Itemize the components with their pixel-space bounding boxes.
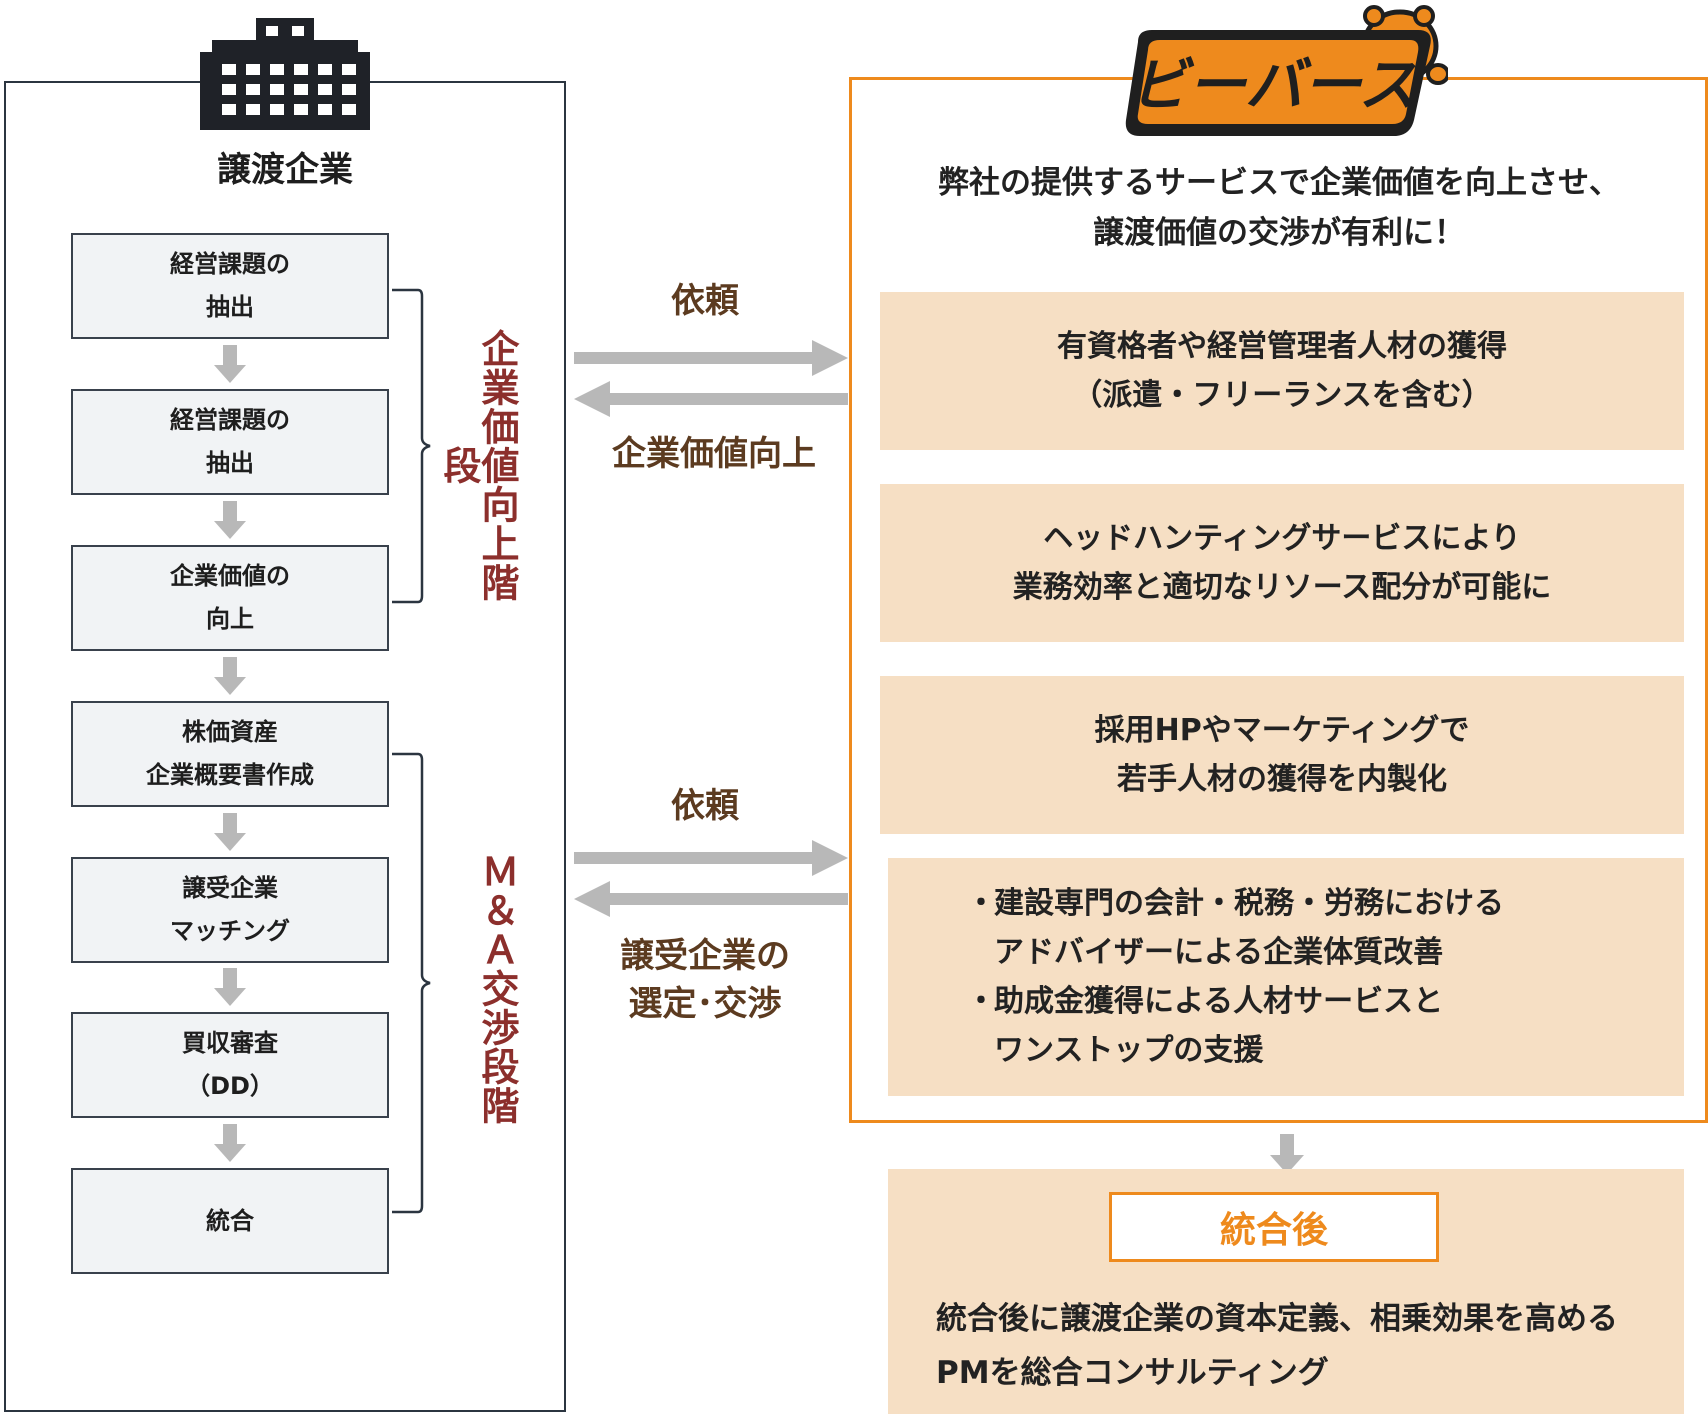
arrow-right-icon (574, 840, 848, 876)
service-text: 有資格者や経営管理者人材の獲得 （派遣・フリーランスを含む） (1057, 329, 1507, 413)
bullet: ・ (966, 886, 996, 921)
arrow-down-icon (214, 968, 246, 1006)
phase-brace-icon (392, 288, 431, 604)
service-card-advisory: ・ 建設専門の会計・税務・労務における アドバイザーによる企業体質改善 ・ 助成… (888, 858, 1684, 1096)
step-label: 買収審査 （DD） (182, 1029, 278, 1100)
flow-request-label: 依頼 (671, 786, 739, 826)
flow-request-label: 依頼 (671, 281, 739, 321)
step-extract-issues-2: 経営課題の 抽出 (71, 389, 389, 495)
step-integration: 統合 (71, 1168, 389, 1274)
arrow-down-icon (214, 657, 246, 695)
service-card-headhunting: ヘッドハンティングサービスにより 業務効率と適切なリソース配分が可能に (880, 484, 1684, 642)
list-item-text: 建設専門の会計・税務・労務における アドバイザーによる企業体質改善 (994, 886, 1504, 970)
step-company-profile: 株価資産 企業概要書作成 (71, 701, 389, 807)
list-item-text: 助成金獲得による人材サービスと ワンストップの支援 (994, 984, 1444, 1068)
list-item: ・ 建設専門の会計・税務・労務における アドバイザーによる企業体質改善 (966, 879, 1606, 977)
phase-label-value-improvement: 企業価値向上階段 (437, 328, 519, 602)
arrow-left-icon (574, 381, 848, 417)
arrow-down-icon (214, 1124, 246, 1162)
step-label: 統合 (206, 1206, 254, 1235)
step-extract-issues-1: 経営課題の 抽出 (71, 233, 389, 339)
arrow-down-icon (1270, 1134, 1304, 1174)
arrow-down-icon (214, 813, 246, 851)
arrow-left-icon (574, 881, 848, 917)
step-label: 株価資産 企業概要書作成 (146, 718, 314, 789)
transferring-company-title: 譲渡企業 (217, 150, 353, 190)
arrow-down-icon (214, 345, 246, 383)
list-item: ・ 助成金獲得による人材サービスと ワンストップの支援 (966, 977, 1606, 1075)
flow-return-label: 企業価値向上 (612, 434, 816, 474)
step-label: 経営課題の 抽出 (170, 250, 290, 321)
phase-label-ma-negotiation: Ｍ＆Ａ交渉段階 (475, 851, 519, 1125)
bullet: ・ (966, 984, 996, 1019)
office-building-icon (200, 18, 370, 130)
step-buyer-matching: 譲受企業 マッチング (71, 857, 389, 963)
post-integration-text: 統合後に譲渡企業の資本定義、相乗効果を高める PMを総合コンサルティング (936, 1301, 1618, 1391)
logo-text: ビーバース (1130, 51, 1417, 119)
phase-brace-icon (392, 752, 431, 1214)
post-integration-title: 統合後 (1109, 1192, 1439, 1262)
flow-return-label: 譲受企業の 選定･交渉 (620, 936, 790, 1024)
step-value-improvement: 企業価値の 向上 (71, 545, 389, 651)
beavers-logo-icon: ビーバース (1125, 5, 1448, 136)
service-card-recruiting-marketing: 採用HPやマーケティングで 若手人材の獲得を内製化 (880, 676, 1684, 834)
service-text: ヘッドハンティングサービスにより 業務効率と適切なリソース配分が可能に (1012, 521, 1552, 605)
arrow-down-icon (214, 501, 246, 539)
step-label: 譲受企業 マッチング (170, 874, 290, 945)
step-due-diligence: 買収審査 （DD） (71, 1012, 389, 1118)
arrow-right-icon (574, 340, 848, 376)
service-card-talent-acquisition: 有資格者や経営管理者人材の獲得 （派遣・フリーランスを含む） (880, 292, 1684, 450)
provider-heading: 弊社の提供するサービスで企業価値を向上させ、 譲渡価値の交渉が有利に！ (938, 165, 1620, 251)
service-bullet-list: ・ 建設専門の会計・税務・労務における アドバイザーによる企業体質改善 ・ 助成… (966, 879, 1606, 1075)
step-label: 経営課題の 抽出 (170, 406, 290, 477)
service-text: 採用HPやマーケティングで 若手人材の獲得を内製化 (1094, 713, 1470, 797)
step-label: 企業価値の 向上 (170, 562, 290, 633)
